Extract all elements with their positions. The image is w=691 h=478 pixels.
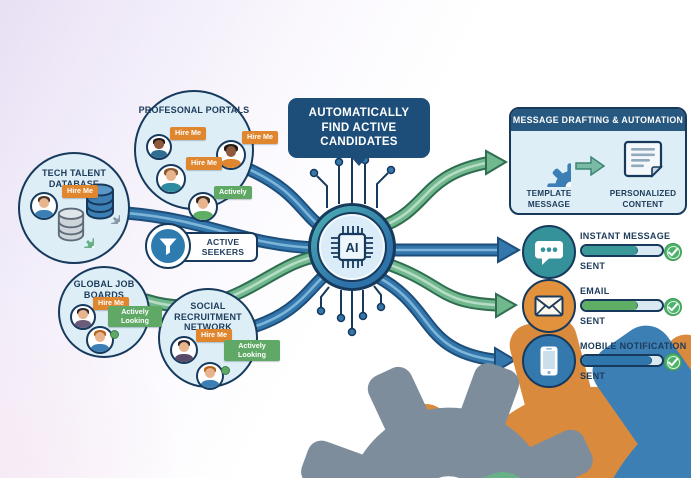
ai-chip-label: AI [346, 240, 359, 255]
progress-bar [580, 244, 664, 257]
hire-me-tag: Hire Me [170, 127, 206, 140]
channel-label: INSTANT MESSAGE [580, 231, 671, 241]
status-label: SENT [580, 371, 606, 381]
candidate-avatar [196, 362, 224, 390]
actively-looking-tag: Actively Looking [224, 340, 280, 362]
headline-text: AUTOMATICALLY FIND ACTIVE CANDIDATES [308, 107, 410, 149]
status-dot [110, 330, 119, 339]
hire-me-tag: Hire Me [242, 131, 278, 144]
progress-fill [582, 246, 638, 255]
document-icon [623, 140, 663, 178]
automation-panel-header: MESSAGE DRAFTING & AUTOMATION [511, 109, 685, 131]
channel-label: MOBILE NOTIFICATION [580, 341, 687, 351]
status-dot [221, 366, 230, 375]
source-title: PROFESONAL PORTALS [138, 105, 250, 115]
status-label: SENT [580, 316, 606, 326]
outgoing-flow-tubes [365, 149, 522, 374]
check-icon [664, 353, 682, 371]
headline-banner: AUTOMATICALLY FIND ACTIVE CANDIDATES [288, 98, 430, 167]
mobile-notification-circle [522, 334, 576, 388]
automation-panel-title: MESSAGE DRAFTING & AUTOMATION [512, 115, 684, 125]
instant-message-circle [522, 225, 576, 279]
ai-chip-icon: AI [331, 226, 373, 268]
email-circle [522, 279, 576, 333]
candidate-avatar [156, 164, 186, 194]
arrow-right-icon [575, 155, 605, 177]
progress-bar [580, 354, 664, 367]
funnel-badge [145, 223, 191, 269]
smartphone-icon [540, 346, 558, 376]
chat-bubble-icon [535, 240, 563, 265]
step-label: TEMPLATE MESSAGE [526, 189, 572, 209]
candidate-avatar [30, 192, 58, 220]
candidate-avatar [216, 140, 246, 170]
automation-panel-body: TEMPLATE MESSAGE PERSONALIZED CONTENT [511, 131, 685, 212]
check-icon [664, 298, 682, 316]
active-seekers-label: ACTIVE SEEKERS [201, 236, 245, 257]
candidate-avatar [170, 336, 198, 364]
gear-icon [110, 214, 120, 224]
arrowhead-automation-panel [485, 149, 509, 176]
hire-me-tag: Hire Me [62, 185, 98, 198]
gear-icon [545, 161, 571, 187]
actively-looking-tag: Actively Looking [108, 306, 162, 328]
source-title: GLOBAL JOB BOARDS [73, 279, 135, 300]
arrowhead-instant-message [497, 236, 522, 264]
gear-icon [83, 237, 94, 248]
candidate-avatar [146, 134, 172, 160]
progress-fill [582, 356, 653, 365]
status-label: SENT [580, 261, 606, 271]
candidate-avatar [188, 192, 218, 222]
circuit-traces [316, 155, 389, 328]
candidate-avatar [70, 304, 96, 330]
check-icon [664, 243, 682, 261]
source-title: SOCIAL RECRUITMENT NETWORK [174, 301, 242, 333]
hire-me-tag: Hire Me [186, 157, 222, 170]
arrowhead-mobile-notification [494, 346, 517, 374]
ai-hub: AI [308, 203, 396, 291]
candidate-avatar [86, 326, 114, 354]
database-icon [56, 206, 86, 244]
source-title: TECH TALENT DATABASE [41, 168, 107, 189]
hire-me-tag: Hire Me [196, 329, 232, 342]
hub-core: AI [321, 216, 383, 278]
funnel-icon [151, 229, 185, 263]
step-label: PERSONALIZED CONTENT [609, 189, 677, 209]
automation-panel: MESSAGE DRAFTING & AUTOMATION TEMPLATE M… [509, 107, 687, 215]
arrowhead-email [495, 292, 519, 319]
progress-fill [582, 301, 638, 310]
actively-tag: Actively [214, 186, 252, 199]
progress-bar [580, 299, 664, 312]
envelope-icon [534, 295, 564, 317]
channel-label: EMAIL [580, 286, 610, 296]
